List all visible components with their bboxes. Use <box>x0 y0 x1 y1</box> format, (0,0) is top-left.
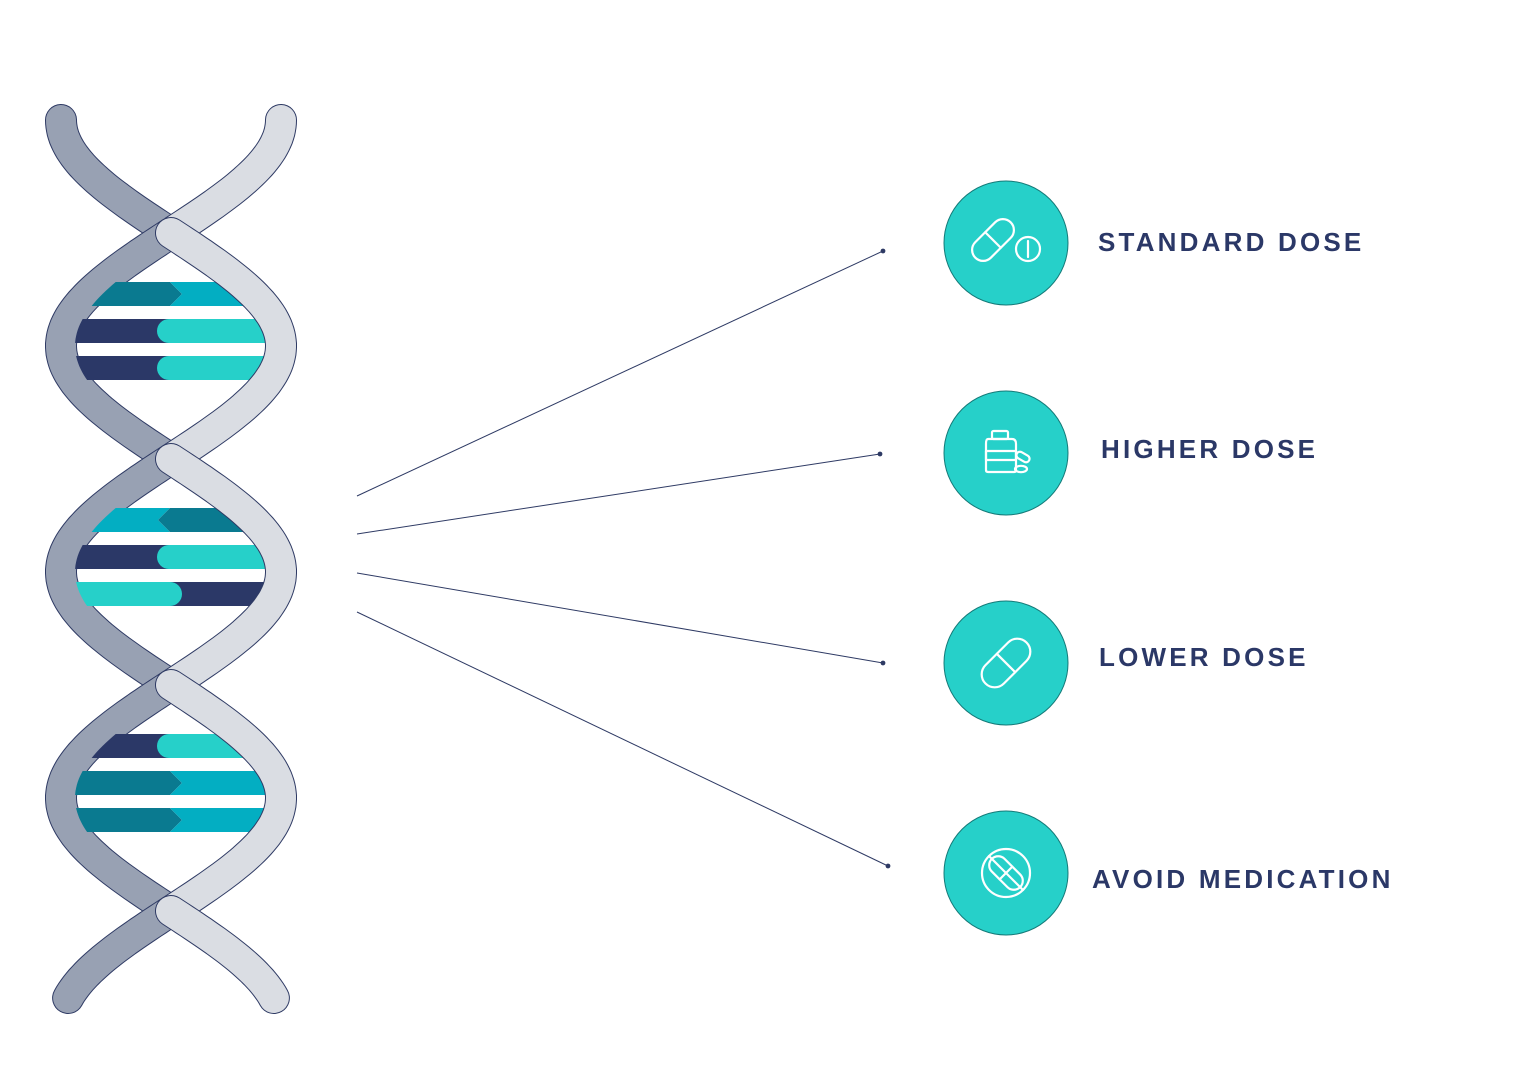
connector-end-dot <box>885 863 891 869</box>
dna-strand-front-segment <box>155 895 290 1014</box>
connector-end-dot <box>880 248 886 254</box>
pill-capsule-and-tablet-icon <box>971 218 1042 263</box>
dna-strand-front-segment <box>155 443 297 700</box>
dna-strand-front-segment <box>158 104 297 247</box>
lower-dose-label: LOWER DOSE <box>1099 642 1309 672</box>
dna-strand-front-segment <box>155 669 297 926</box>
connector-line <box>356 451 883 535</box>
dna-strand-back-segment <box>45 669 187 926</box>
dna-strand-back-segment <box>45 443 187 700</box>
outcome-standard-dose: STANDARD DOSE <box>943 180 1364 306</box>
dna-helix <box>45 104 297 1014</box>
dna-strand-back-segment <box>45 104 184 247</box>
dna-strand-front-segment <box>155 217 297 474</box>
higher-dose-icon-circle <box>943 390 1069 516</box>
outcome-avoid-medication: AVOID MEDICATION <box>943 810 1394 936</box>
outcome-higher-dose: HIGHER DOSE <box>943 390 1318 516</box>
standard-dose-label: STANDARD DOSE <box>1098 227 1364 257</box>
connector-line <box>356 572 886 666</box>
dna-front-strand-segments <box>155 104 297 1014</box>
outcome-lower-dose: LOWER DOSE <box>943 600 1309 726</box>
no-medication-icon <box>980 847 1032 899</box>
dna-strand-back-segment <box>45 217 187 474</box>
connector-line <box>356 248 886 497</box>
connector-line <box>356 611 891 869</box>
connector-end-dot <box>880 660 886 666</box>
connector-lines <box>356 248 891 869</box>
avoid-medication-label: AVOID MEDICATION <box>1092 864 1394 894</box>
medicine-bottle-icon <box>984 429 1031 474</box>
dna-back-strand-segments <box>45 104 187 1014</box>
dna-strand-back-segment <box>52 895 187 1014</box>
pill-capsule-icon <box>980 637 1032 689</box>
connector-end-dot <box>877 451 883 457</box>
higher-dose-label: HIGHER DOSE <box>1101 434 1318 464</box>
